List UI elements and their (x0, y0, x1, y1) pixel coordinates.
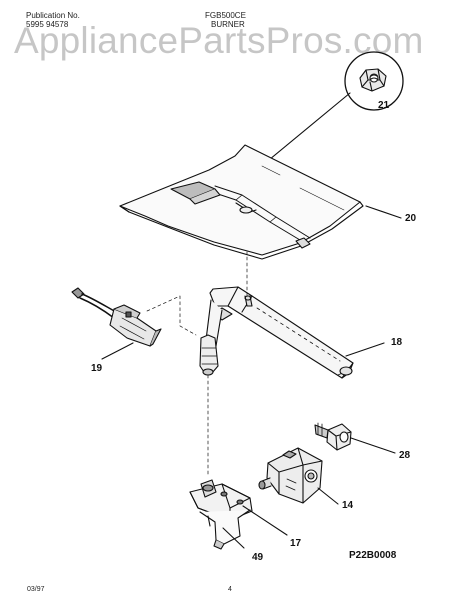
section-title: BURNER (211, 20, 245, 29)
callout-20: 20 (405, 213, 417, 224)
pressure-regulator (314, 422, 352, 451)
model-number: FGB500CE (205, 11, 246, 20)
gas-valve-regulator (258, 447, 323, 504)
callout-28: 28 (399, 450, 411, 461)
figure-code: P22B0008 (349, 550, 397, 561)
footer-page-number: 4 (228, 586, 232, 593)
callout-18: 18 (391, 337, 403, 348)
callout-17: 17 (290, 538, 302, 549)
callout-19: 19 (91, 363, 103, 374)
callout-21: 21 (378, 100, 390, 111)
publication-label: Publication No. (26, 11, 80, 20)
callout-49: 49 (252, 552, 264, 563)
footer-date: 03/97 (27, 586, 45, 593)
flame-baffle (119, 144, 364, 260)
igniter (71, 287, 162, 347)
publication-number: 5995 94578 (26, 20, 69, 29)
burner-tube (199, 286, 354, 379)
nut-detail-circle (344, 51, 404, 111)
safety-valve (189, 479, 253, 550)
callout-14: 14 (342, 500, 354, 511)
